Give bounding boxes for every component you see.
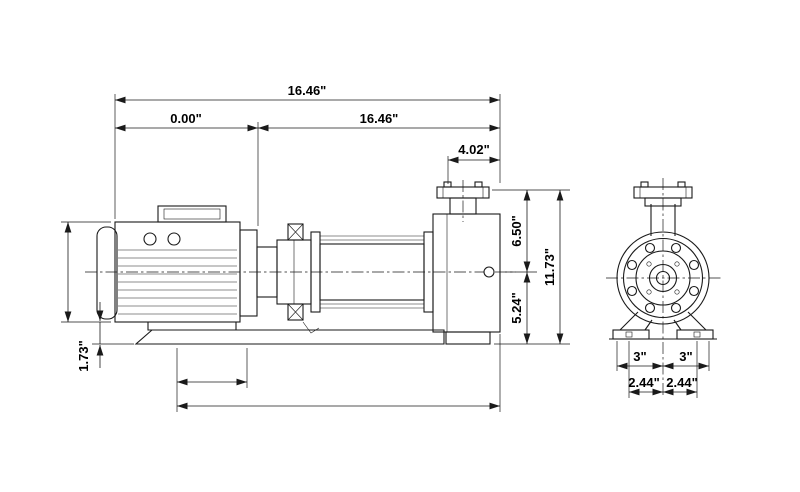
barrel-sleeve (319, 243, 425, 301)
dim-label-overall-height: 11.73" (542, 248, 557, 286)
dim-label-segment-left: 0.00" (170, 111, 201, 126)
hub-holes (646, 261, 680, 295)
flange-bolt (474, 181, 483, 188)
dim-port-height: 6.50" (492, 189, 570, 273)
extension-lines (114, 94, 501, 219)
port-flange-ticks (442, 187, 484, 198)
flange-bolt (677, 181, 686, 188)
cable-gland (143, 232, 157, 246)
foot-braces (619, 311, 707, 331)
dim-port-offset: 4.02" (447, 142, 500, 184)
bolt-hole (670, 302, 682, 314)
bolt-hole (644, 242, 656, 254)
dim-label-centerline-height: 5.24" (509, 292, 524, 323)
motor-foot (147, 321, 237, 331)
bolt-hole (670, 242, 682, 254)
port-pipe (650, 204, 676, 236)
base-plate (134, 329, 445, 345)
drive-end-flange (239, 229, 258, 317)
motor (96, 205, 258, 323)
hub-hole (674, 261, 680, 267)
extension-lines (628, 341, 698, 398)
extension-lines (176, 348, 248, 412)
hub-hole (646, 261, 652, 267)
flange-bolt (640, 181, 649, 188)
dim-label-port-height: 6.50" (509, 215, 524, 246)
bolt-hole (688, 285, 700, 297)
foot-pad-left (612, 329, 650, 340)
dim-base-height: 1.73" (76, 302, 134, 372)
pump-barrel (310, 231, 434, 313)
tie-rods (320, 235, 424, 309)
port-flange-ticks (639, 187, 687, 198)
terminal-box-lid (163, 208, 221, 220)
bolt-hole (626, 285, 638, 297)
dim-label-foot-left: 3" (633, 349, 646, 364)
dim-slot-spacing: 2.44" 2.44" (628, 341, 698, 398)
drain-plug (483, 266, 495, 278)
dim-centerline-height: 5.24" (494, 272, 570, 345)
dim-bottom-long (177, 334, 501, 412)
dim-label-slot-left: 2.44" (628, 375, 659, 390)
dim-label-foot-right: 3" (679, 349, 692, 364)
foot-bolt-slot (693, 331, 701, 338)
bolt-hole (644, 302, 656, 314)
guard-clip (302, 321, 320, 334)
dim-label-base-height: 1.73" (76, 340, 91, 371)
extension-lines (492, 189, 570, 273)
dim-label-segment-right: 16.46" (360, 111, 399, 126)
dim-overall-height: 11.73" (542, 190, 564, 344)
hub-hole (646, 289, 652, 295)
flange-bolt (443, 181, 452, 188)
side-view: 16.46" 0.00" 16.46" 4.02" 6.50" 5.24" 1 (61, 83, 570, 412)
hub-hole (674, 289, 680, 295)
dim-foot-spacing: 3" 3" (616, 341, 710, 371)
head-foot (445, 331, 491, 345)
cable-gland (167, 232, 181, 246)
foot-bolt-slot (625, 331, 633, 338)
clamp-bolt-bottom (287, 303, 304, 321)
terminal-box (157, 205, 227, 223)
dim-overall-length: 16.46" (114, 83, 501, 219)
discharge-head (432, 180, 501, 333)
bolt-hole (688, 259, 700, 271)
end-view: 3" 3" 2.44" 2.44" (606, 178, 722, 398)
dim-segments: 0.00" 16.46" (115, 111, 500, 226)
clamp-bolt-bottom-cross (287, 303, 304, 321)
dim-motor-od (61, 221, 111, 323)
clamp-bolt-top-cross (287, 223, 304, 241)
dim-label-overall-length: 16.46" (288, 83, 327, 98)
foot-pad-right (676, 329, 714, 340)
clamp-bolt-top (287, 223, 304, 241)
dim-label-slot-right: 2.44" (666, 375, 697, 390)
dim-label-port-offset: 4.02" (458, 142, 489, 157)
dim-bottom-short (176, 348, 248, 412)
cooling-fins (118, 249, 237, 315)
coupling (256, 223, 320, 334)
motor-end-cap (96, 226, 118, 320)
bolt-hole (626, 259, 638, 271)
bolt-circle (626, 242, 700, 314)
base-frame (134, 321, 491, 345)
